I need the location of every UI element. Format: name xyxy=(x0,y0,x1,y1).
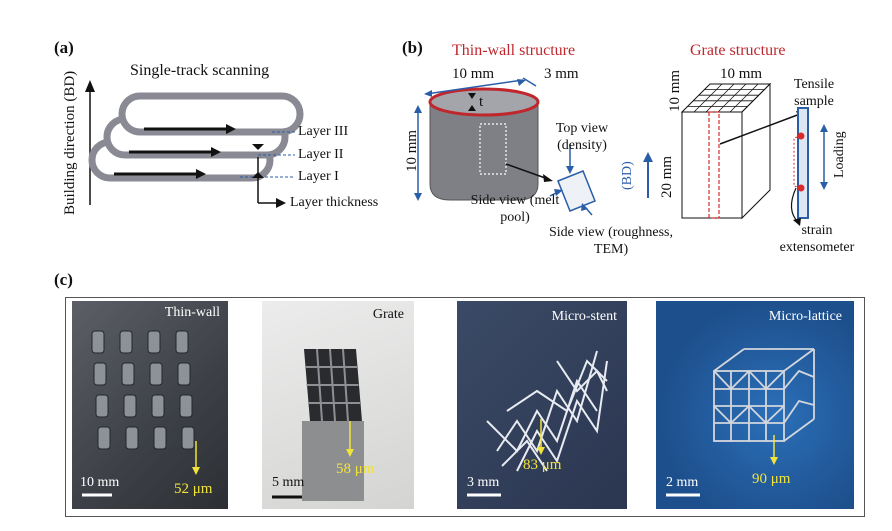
scale-grate: 5 mm xyxy=(272,475,305,490)
photo-title-micro-lattice: Micro-lattice xyxy=(768,309,842,324)
tensile-sample-label: Tensile sample xyxy=(793,77,835,109)
scan-arrow-3-icon xyxy=(226,124,236,134)
gr-depth-label: 10 mm xyxy=(667,69,683,112)
layer-1-label: Layer I xyxy=(298,169,339,184)
grate-title: Grate structure xyxy=(690,42,786,59)
sample-plate xyxy=(557,170,596,212)
tw-thickness-label: t xyxy=(479,94,484,110)
loading-label: Loading xyxy=(832,131,847,178)
track-layer-3 xyxy=(118,92,304,136)
measure-grate: 58 μm xyxy=(336,461,375,477)
gr-width-label: 10 mm xyxy=(720,66,763,82)
specimen-diagram xyxy=(414,77,828,226)
bd-axis-label: Building direction (BD) xyxy=(62,70,78,215)
photo-title-thin-wall: Thin-wall xyxy=(164,305,220,320)
measure-thin-wall: 52 μm xyxy=(174,481,213,497)
tensile-sample xyxy=(797,107,809,219)
measure-micro-lattice: 90 μm xyxy=(752,471,791,487)
scale-thin-wall: 10 mm xyxy=(80,475,120,490)
scale-micro-stent: 3 mm xyxy=(467,475,500,490)
bd-label-b: (BD) xyxy=(620,161,635,190)
layer-3-label: Layer III xyxy=(298,124,349,139)
tensile-cut-region xyxy=(708,111,720,219)
scan-arrow-1-icon xyxy=(196,169,206,179)
side-view-melt-label: Side view (melt pool) xyxy=(470,193,560,225)
tw-width-label: 10 mm xyxy=(452,66,495,82)
scanning-diagram xyxy=(85,80,304,208)
tw-height-label: 10 mm xyxy=(404,129,420,172)
panel-a-title: Single-track scanning xyxy=(130,62,270,79)
photo-thin-wall: Thin-wall 10 mm 52 μm xyxy=(72,301,228,509)
photo-grate: Grate 5 mm 58 μm xyxy=(262,301,414,509)
panel-c-tag: (c) xyxy=(54,270,73,289)
scan-arrow-2-icon xyxy=(211,147,221,157)
layer-thickness-arrow-icon xyxy=(276,198,286,208)
photo-micro-lattice: Micro-lattice 2 mm 90 μm xyxy=(656,301,854,509)
thin-wall-title: Thin-wall structure xyxy=(452,42,576,59)
photo-micro-stent: Micro-stent 3 mm 83 μm xyxy=(457,301,627,509)
thin-wall-top xyxy=(428,87,540,117)
measure-micro-stent: 83 μm xyxy=(523,457,562,473)
strain-extensometer-label: strain extensometer xyxy=(779,223,855,255)
bd-arrow-b-icon xyxy=(643,152,653,162)
tw-depth-label: 3 mm xyxy=(544,66,579,82)
photo-title-micro-stent: Micro-stent xyxy=(551,309,617,324)
layer-thickness-label: Layer thickness xyxy=(290,195,379,210)
top-view-label: Top view (density) xyxy=(555,121,609,153)
gr-height-label: 20 mm xyxy=(659,155,675,198)
photo-title-grate: Grate xyxy=(372,307,404,322)
panel-b-tag: (b) xyxy=(402,38,423,57)
bd-arrow-head-icon xyxy=(85,80,95,92)
panel-c-frame xyxy=(65,297,865,517)
layer-2-label: Layer II xyxy=(298,147,344,162)
panel-a-tag: (a) xyxy=(54,38,74,57)
side-view-rough-label: Side view (roughness, TEM) xyxy=(548,225,674,257)
scale-micro-lattice: 2 mm xyxy=(666,475,699,490)
thin-wall-body xyxy=(429,101,539,201)
